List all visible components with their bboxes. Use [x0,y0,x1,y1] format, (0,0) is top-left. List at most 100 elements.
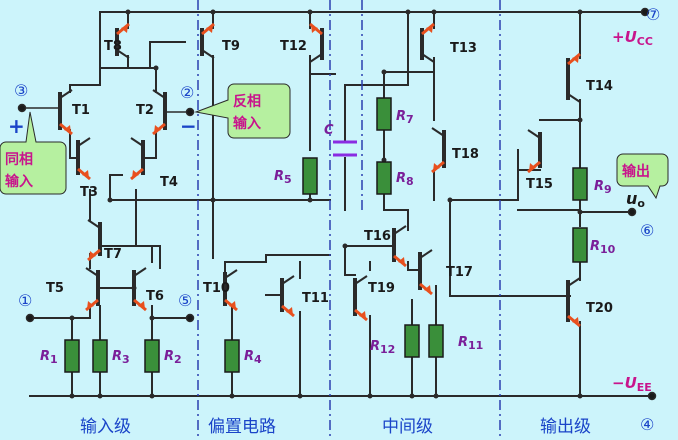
resistor-R11 [428,324,444,358]
label-T20: T20 [586,301,613,316]
label-T10: T10 [203,281,230,296]
terminal-6 [627,207,637,217]
label-T17: T17 [446,265,473,280]
label-R5: R5 [274,169,292,186]
label-R12: R12 [370,339,395,356]
terminal-7 [640,7,650,17]
transistor-T16 [392,225,407,268]
label-capacitor-C: C [324,123,334,138]
transistor-T7 [87,219,102,262]
capacitor-C [333,140,357,157]
transistors [58,22,581,328]
output-voltage-label: uo [626,189,645,210]
callouts: 同相 输入 反相 输入 输出 [0,83,669,200]
resistor-R8 [376,161,392,195]
label-R4: R4 [244,349,262,366]
label-T15: T15 [526,177,553,192]
label-R2: R2 [164,349,182,366]
section-dividers [197,0,501,440]
callout-inverting-line2: 输入 [233,115,261,132]
transistor-T2 [152,89,167,136]
label-T19: T19 [368,281,395,296]
supply-vcc-label: +UCC [612,28,653,48]
transistor-T15 [527,129,542,174]
transistor-T17 [418,249,433,296]
transistor-T9 [200,22,215,59]
label-T11: T11 [302,291,329,306]
pin-2: ② [180,83,194,102]
minus-sign: − [180,114,197,138]
transistor-T19 [353,275,368,322]
label-R9: R9 [594,179,612,196]
label-T13: T13 [450,41,477,56]
pin-7: ⑦ [646,5,660,24]
transistor-T18 [431,127,446,174]
callout-inverting-line1: 反相 [233,93,261,110]
section-title-3: 中间级 [382,417,433,437]
label-R11: R11 [458,335,483,352]
terminal-1 [25,313,35,323]
callout-output: 输出 [616,153,669,200]
supply-vee-label: −UEE [612,374,652,394]
resistor-R3 [92,339,108,373]
resistors [64,97,588,373]
resistor-R4 [224,339,240,373]
label-R10: R10 [590,239,616,256]
callout-non-inverting-line1: 同相 [5,151,33,168]
transistor-T10 [223,269,238,312]
terminal-4 [647,391,657,401]
transistor-T3 [76,137,91,181]
label-R8: R8 [396,171,414,188]
transistor-T20 [566,277,581,328]
pin-4: ④ [640,415,654,434]
transistor-T8 [115,22,130,59]
callout-non-inverting-line2: 输入 [5,173,33,190]
section-title-4: 输出级 [540,417,591,437]
plus-sign: + [8,114,25,138]
transistor-T5 [85,267,100,312]
label-T5: T5 [46,281,64,296]
wires [29,11,653,397]
transistor-T11 [280,275,295,318]
resistor-R12 [404,324,420,358]
resistor-R2 [144,339,160,373]
terminals [17,7,657,401]
callout-inverting-input: 反相 输入 [194,83,291,139]
label-T16: T16 [364,229,391,244]
terminal-3 [17,103,27,113]
transistor-T13 [420,22,435,63]
transistor-T4 [130,137,145,181]
label-T4: T4 [160,175,178,190]
junction-dots [69,9,583,399]
pin-3: ③ [14,81,28,100]
transistor-T6 [132,267,147,312]
pin-1: ① [18,291,32,310]
label-R1: R1 [40,349,58,366]
label-T3: T3 [80,185,98,200]
label-R3: R3 [112,349,130,366]
section-title-1: 输入级 [80,417,131,437]
label-T2: T2 [136,103,154,118]
transistor-T14 [566,52,581,103]
label-T9: T9 [222,39,240,54]
callout-output-text: 输出 [622,163,650,180]
transistor-T1 [58,89,73,136]
pin-5: ⑤ [178,291,192,310]
pin-6: ⑥ [640,221,654,240]
label-T6: T6 [146,289,164,304]
callout-non-inverting-input: 同相 输入 [0,111,67,195]
transistor-T12 [309,22,324,63]
label-R7: R7 [396,109,414,126]
label-T7: T7 [104,247,122,262]
resistor-R10 [572,227,588,263]
section-title-2: 偏置电路 [208,417,276,437]
resistor-R1 [64,339,80,373]
label-T8: T8 [104,39,122,54]
label-T18: T18 [452,147,479,162]
resistor-R7 [376,97,392,131]
terminal-5 [185,313,195,323]
resistor-R5 [302,157,318,195]
